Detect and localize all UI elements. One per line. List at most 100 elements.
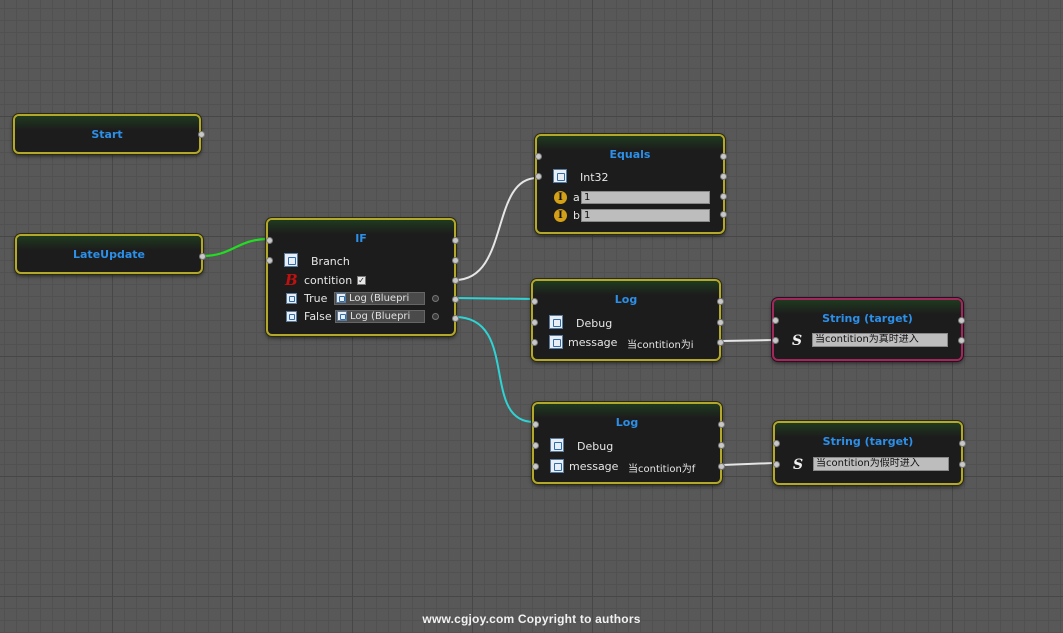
int-icon: I: [554, 191, 567, 204]
exec-out-port[interactable]: [199, 253, 206, 260]
class-icon: [286, 293, 297, 304]
lateupdate-node[interactable]: LateUpdate: [15, 234, 206, 274]
true-out-port[interactable]: [452, 296, 459, 303]
exec-out-port[interactable]: [198, 131, 205, 138]
equals-node[interactable]: Equals Int32 I a 1 I b 1: [535, 134, 727, 234]
node-title: Equals: [609, 148, 651, 161]
target-in-port[interactable]: [531, 319, 538, 326]
value-in-port[interactable]: [773, 461, 780, 468]
true-label: True: [304, 292, 328, 305]
node-title: String (target): [822, 312, 913, 325]
type-label: Int32: [580, 171, 609, 184]
condition-label: contition: [304, 274, 353, 287]
exec-out-port[interactable]: [959, 440, 966, 447]
node-title: LateUpdate: [73, 248, 145, 261]
value-in-port[interactable]: [772, 337, 779, 344]
a-out-port[interactable]: [720, 193, 727, 200]
string-icon: S: [792, 333, 803, 349]
string-input[interactable]: 当contition为真时进入: [812, 333, 948, 347]
target-in-port[interactable]: [532, 442, 539, 449]
target-in-port[interactable]: [535, 173, 542, 180]
message-in-port[interactable]: [531, 339, 538, 346]
exec-in-port[interactable]: [773, 440, 780, 447]
class-icon: [550, 438, 564, 452]
wire-if-true-to-log: [454, 297, 534, 300]
a-input[interactable]: 1: [581, 191, 710, 204]
message-in-port[interactable]: [532, 463, 539, 470]
false-label: False: [304, 310, 332, 323]
class-icon: [284, 253, 298, 267]
class-icon: [553, 169, 567, 183]
target-in-port[interactable]: [266, 257, 273, 264]
node-title: Start: [91, 128, 123, 141]
log-node-false[interactable]: Log Debug message 当contition为f: [532, 402, 725, 484]
wire-if-false-to-log: [454, 316, 535, 423]
target-out-port[interactable]: [717, 319, 724, 326]
watermark-text: www.cgjoy.com Copyright to authors: [422, 612, 641, 626]
target-label: Branch: [311, 255, 350, 268]
node-header: [533, 281, 719, 295]
bool-icon: B: [285, 271, 298, 289]
false-value: Log (Bluepri: [350, 311, 411, 322]
condition-checkbox[interactable]: ✓: [357, 276, 366, 285]
node-title: IF: [355, 232, 367, 245]
message-value[interactable]: 当contition为f: [628, 464, 696, 475]
node-header: [15, 116, 199, 130]
wire-lateupdate-to-if: [202, 237, 269, 258]
exec-in-port[interactable]: [532, 421, 539, 428]
string-node-false[interactable]: String (target) S 当contition为假时进入: [773, 421, 966, 485]
exec-out-port[interactable]: [720, 153, 727, 160]
node-title: Log: [614, 293, 638, 306]
log-node-true[interactable]: Log Debug message 当contition为i: [531, 279, 724, 361]
message-out-port[interactable]: [718, 463, 725, 470]
exec-in-port[interactable]: [772, 317, 779, 324]
target-out-port[interactable]: [720, 173, 727, 180]
class-icon: [549, 335, 563, 349]
int-icon: I: [554, 209, 567, 222]
exec-out-port[interactable]: [717, 298, 724, 305]
message-label: message: [569, 460, 619, 473]
start-node[interactable]: Start: [13, 114, 205, 154]
wire-log-message-to-string-false: [721, 462, 775, 466]
target-out-port[interactable]: [718, 442, 725, 449]
exec-out-port[interactable]: [452, 237, 459, 244]
class-icon: [337, 311, 347, 321]
exec-in-port[interactable]: [531, 298, 538, 305]
exec-out-port[interactable]: [958, 317, 965, 324]
message-label: message: [568, 336, 618, 349]
target-label: Debug: [577, 440, 614, 453]
class-icon: [286, 311, 297, 322]
exec-in-port[interactable]: [266, 237, 273, 244]
true-value-field[interactable]: Log (Bluepri: [334, 292, 425, 305]
node-header: [268, 220, 454, 234]
node-header: [774, 300, 961, 314]
b-label: b: [573, 209, 580, 222]
class-icon: [549, 315, 563, 329]
exec-in-port[interactable]: [535, 153, 542, 160]
value-out-port[interactable]: [958, 337, 965, 344]
string-input[interactable]: 当contition为假时进入: [813, 457, 949, 471]
true-value: Log (Bluepri: [349, 293, 410, 304]
true-target-port[interactable]: [432, 295, 439, 302]
message-out-port[interactable]: [717, 339, 724, 346]
value-out-port[interactable]: [959, 461, 966, 468]
if-node[interactable]: IF Branch B contition ✓ True Log (Bluepr…: [266, 218, 459, 336]
class-icon: [336, 293, 346, 303]
node-header: [17, 236, 201, 250]
target-label: Debug: [576, 317, 613, 330]
condition-out-port[interactable]: [452, 277, 459, 284]
string-node-true[interactable]: String (target) S 当contition为真时进入: [772, 298, 965, 361]
wire-log-message-to-string-true: [720, 339, 774, 342]
node-title: Log: [615, 416, 639, 429]
node-header: [534, 404, 720, 418]
false-value-field[interactable]: Log (Bluepri: [335, 310, 425, 323]
false-target-port[interactable]: [432, 313, 439, 320]
false-out-port[interactable]: [452, 315, 459, 322]
exec-out-port[interactable]: [718, 421, 725, 428]
class-icon: [550, 459, 564, 473]
b-input[interactable]: 1: [581, 209, 710, 222]
target-out-port[interactable]: [452, 257, 459, 264]
message-value[interactable]: 当contition为i: [627, 340, 694, 351]
a-label: a: [573, 191, 580, 204]
b-out-port[interactable]: [720, 211, 727, 218]
